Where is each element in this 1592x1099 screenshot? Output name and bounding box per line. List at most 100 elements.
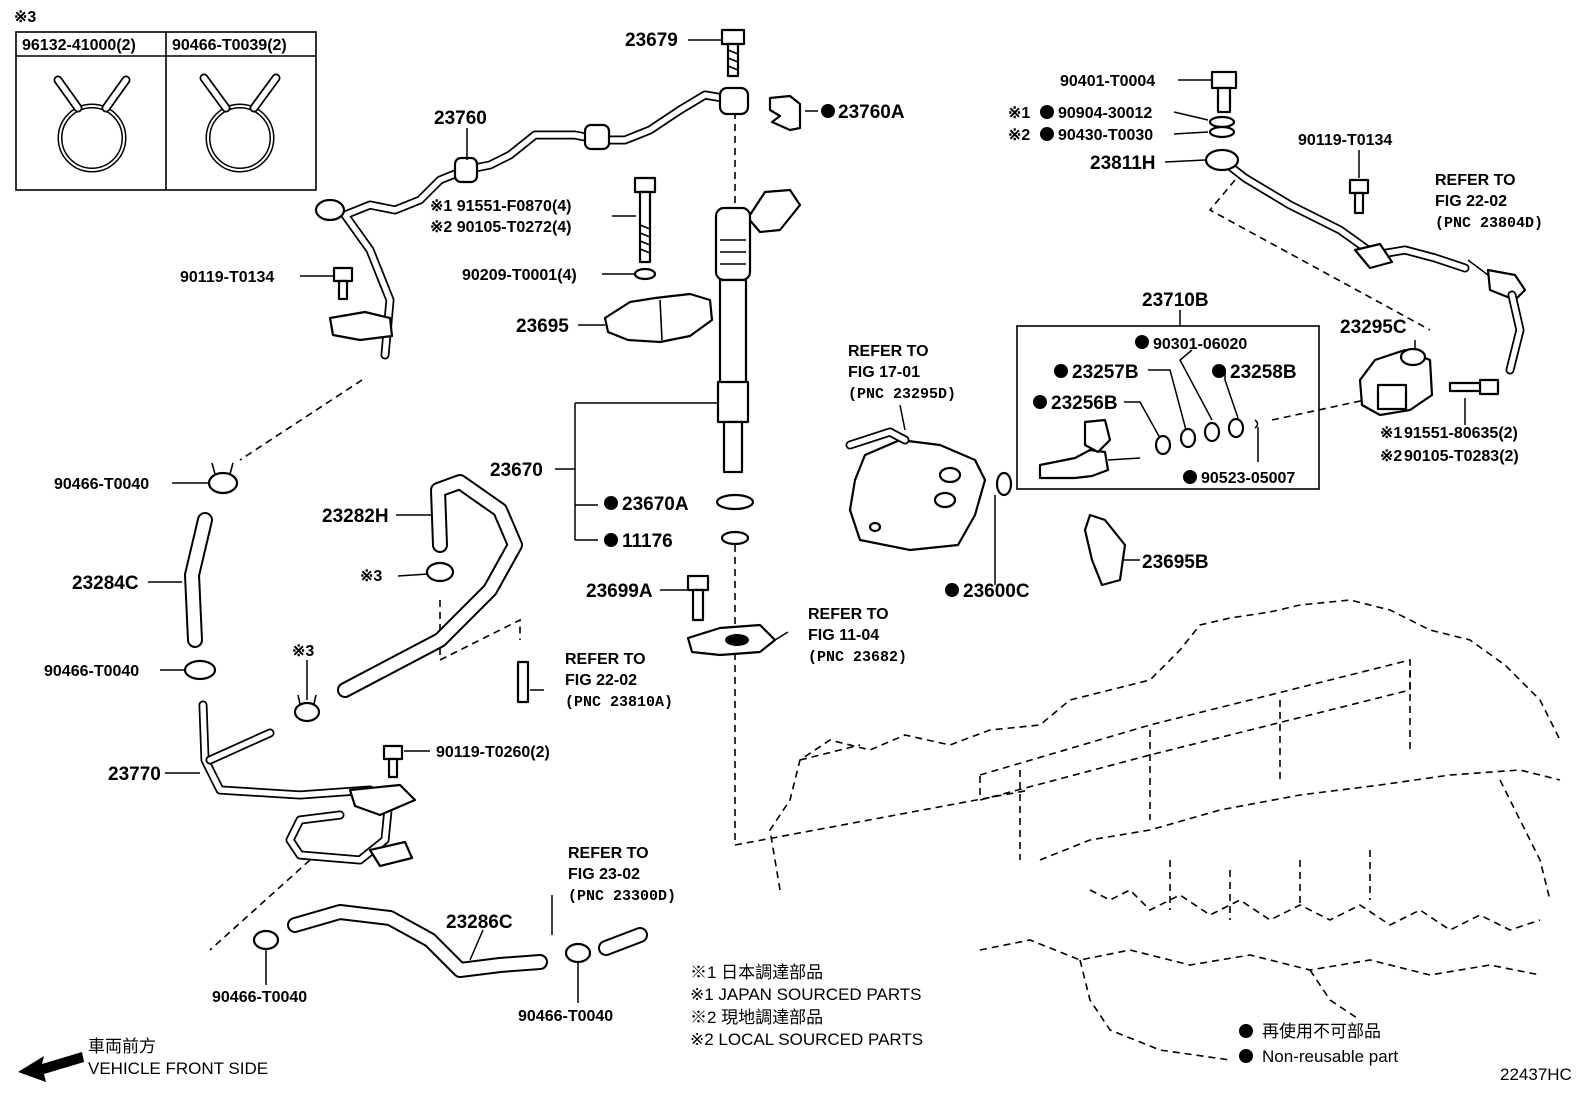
label-90401-t0004: 90401-T0004 (1060, 73, 1155, 90)
non-reusable-dot-icon (1239, 1049, 1253, 1063)
leader-90301-06020 (1179, 349, 1213, 421)
leader-refer-23682 (774, 631, 789, 641)
sourcing-notes: ※1 日本調達部品 ※1 JAPAN SOURCED PARTS ※2 現地調達… (690, 963, 923, 1049)
insulator-23695b (1083, 513, 1127, 587)
label-23286c: 23286C (446, 912, 513, 933)
refer-line2: FIG 22-02 (565, 672, 637, 689)
label-23600c: 23600C (963, 581, 1030, 602)
washer-90209-t0001 (633, 267, 657, 281)
label-mark2-gasket: ※2 (1008, 127, 1030, 144)
non-reusable-dot-icon (945, 583, 959, 597)
inset-left-part-number: 96132-41000(2) (22, 37, 136, 54)
gasket-90430-t0030 (1208, 125, 1236, 139)
bolt-90401-t0004 (1210, 70, 1238, 114)
refer-fig-17-01: REFER TO FIG 17-01 (PNC 23295D) (848, 343, 956, 403)
label-90119-t0134-left: 90119-T0134 (180, 269, 274, 286)
label-90105-t0283: 90105-T0283(2) (1404, 448, 1519, 465)
refer-line1: REFER TO (808, 606, 889, 623)
pipe-stub-23810a (516, 660, 530, 704)
gasket-90904-30012 (1208, 115, 1236, 129)
leakage-pipe-23760 (314, 86, 750, 360)
kit-box-23710b (1016, 325, 1320, 490)
clamp-mark3-b (293, 694, 321, 723)
refer-line2: FIG 23-02 (568, 866, 640, 883)
label-91551-f0870: ※1 91551-F0870(4) (430, 198, 572, 215)
note-japan-en: ※1 JAPAN SOURCED PARTS (690, 985, 922, 1004)
direction-en: VEHICLE FRONT SIDE (88, 1059, 268, 1078)
injector-23670 (714, 188, 802, 474)
label-90466-t0040-c: 90466-T0040 (212, 989, 307, 1006)
refer-fig-23-02: REFER TO FIG 23-02 (PNC 23300D) (568, 845, 676, 905)
refer-line3: (PNC 23682) (808, 649, 907, 666)
label-23679: 23679 (625, 30, 678, 51)
refer-line3: (PNC 23810A) (565, 694, 673, 711)
label-23811h: 23811H (1090, 153, 1156, 174)
leader-23257b (1148, 369, 1187, 431)
non-reusable-dot-icon (1040, 105, 1054, 119)
bolt-90119-t0134-right (1348, 178, 1370, 215)
label-23695b: 23695B (1142, 552, 1209, 573)
bracket-23760a (768, 94, 802, 132)
non-reusable-dot-icon (604, 496, 618, 510)
label-23670a: 23670A (622, 494, 689, 515)
clamp-inset: ※3 96132-41000(2) 90466-T0039(2) (14, 9, 317, 191)
label-mark1-bolt: ※1 (1380, 425, 1402, 442)
label-90209-t0001: 90209-T0001(4) (462, 267, 577, 284)
direction-jp: 車両前方 (88, 1037, 156, 1056)
inset-mark: ※3 (14, 9, 36, 26)
legend-jp: 再使用不可部品 (1262, 1021, 1381, 1041)
non-reusable-dot-icon (604, 533, 618, 547)
hose-23284c (184, 512, 213, 648)
dash-23811h (1208, 179, 1431, 331)
bolt-90119-t0134-left (332, 266, 354, 301)
refer-line2: FIG 17-01 (848, 364, 920, 381)
non-reusable-dot-icon (1040, 127, 1054, 141)
dash-pipe-23770 (209, 859, 311, 951)
leader-23256b (1124, 401, 1161, 439)
pipe-23811h (1204, 148, 1470, 273)
inset-right-part-number: 90466-T0039(2) (172, 37, 287, 54)
bolt-23679 (720, 28, 746, 78)
label-23760: 23760 (434, 108, 487, 129)
hose-clamp-icon-right (199, 73, 281, 173)
leader-23670 (555, 402, 718, 541)
refer-fig-22-02-top: REFER TO FIG 22-02 (PNC 23804D) (1435, 172, 1543, 232)
refer-line3: (PNC 23295D) (848, 386, 956, 403)
leader-23286c (469, 929, 484, 961)
refer-line1: REFER TO (1435, 172, 1516, 189)
clamp-90466-t0040-d (564, 942, 592, 964)
non-reusable-dot-icon (1033, 395, 1047, 409)
o-ring-23670a (715, 493, 755, 511)
leader-refer-23804d (1467, 259, 1489, 276)
label-90301-06020: 90301-06020 (1153, 336, 1247, 353)
refer-line3: (PNC 23804D) (1435, 215, 1543, 232)
dash-pipe-to-clamp (239, 379, 363, 461)
pipe-23770 (198, 700, 417, 868)
label-mark2-bolt: ※2 (1380, 448, 1402, 465)
label-23699a: 23699A (586, 581, 653, 602)
non-reusable-dot-icon (1212, 364, 1226, 378)
clamp-90466-t0040-b (183, 659, 217, 681)
label-90466-t0040-b: 90466-T0040 (44, 663, 139, 680)
label-90904-30012: 90904-30012 (1058, 105, 1152, 122)
pipe-stub-23300d (598, 927, 648, 956)
non-reusable-dot-icon (1239, 1024, 1253, 1038)
non-reusable-dot-icon (1135, 335, 1149, 349)
label-23760a: 23760A (838, 102, 905, 123)
clamp-90466-t0040-c (252, 929, 280, 951)
leader-23811h (1164, 159, 1206, 163)
note-japan-jp: ※1 日本調達部品 (690, 963, 823, 982)
label-23257b: 23257B (1072, 362, 1139, 383)
leader-mark3-a (397, 573, 429, 577)
direction-indicator: 車両前方 VEHICLE FRONT SIDE (18, 1037, 268, 1082)
o-ring-23600c (995, 471, 1013, 497)
refer-line1: REFER TO (565, 651, 646, 668)
label-90430-t0030: 90430-T0030 (1058, 127, 1153, 144)
hose-23282h (337, 474, 523, 698)
non-reusable-dot-icon (1054, 364, 1068, 378)
label-23695: 23695 (516, 316, 569, 337)
refer-line2: FIG 11-04 (808, 627, 879, 644)
clamp-90466-t0040-a (207, 462, 239, 495)
bolt-91551-80635 (1448, 378, 1500, 396)
